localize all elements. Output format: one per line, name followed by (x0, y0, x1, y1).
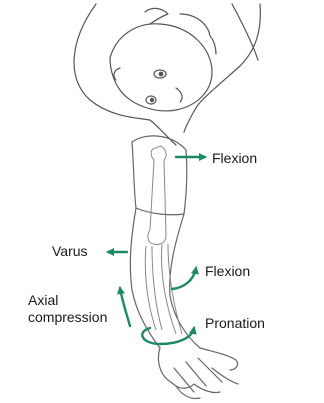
axial-compression-line1: Axial (28, 292, 107, 309)
hand (158, 348, 238, 399)
forearm (130, 208, 200, 348)
flexion-label-upper: Flexion (212, 150, 257, 167)
axial-compression-label: Axial compression (28, 292, 107, 326)
pronation-arrow (142, 328, 194, 344)
upper-arm (132, 136, 187, 215)
flexion-lower-arrow (172, 268, 196, 289)
varus-label: Varus (52, 243, 88, 260)
head (110, 8, 216, 111)
axial-compression-line2: compression (28, 309, 107, 326)
flexion-label-lower: Flexion (205, 263, 250, 280)
axial-compression-arrow (120, 288, 130, 326)
arrows (108, 157, 205, 344)
humerus-bone (148, 146, 166, 245)
pronation-label: Pronation (205, 315, 265, 332)
